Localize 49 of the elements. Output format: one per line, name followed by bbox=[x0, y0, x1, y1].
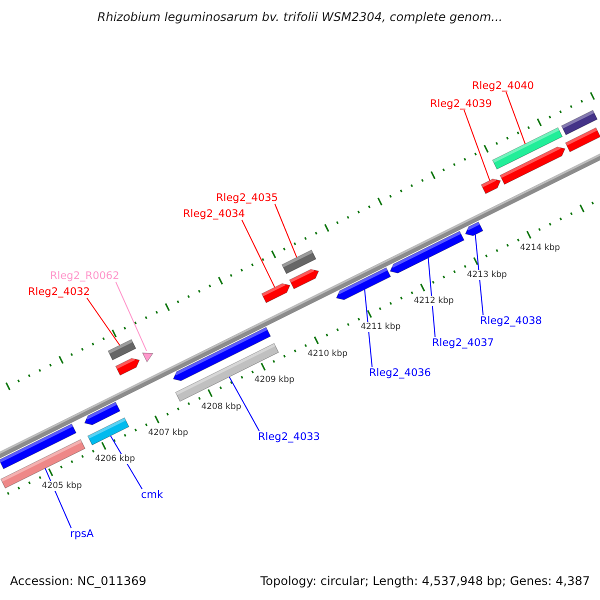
scale-label: 4211 kbp bbox=[360, 322, 402, 332]
scale-label: 4208 kbp bbox=[200, 402, 242, 412]
scale-label: 4205 kbp bbox=[40, 480, 83, 491]
gene-label: Rleg2_4034 bbox=[183, 208, 245, 220]
gene-label: Rleg2_4037 bbox=[432, 337, 494, 349]
gene-bar bbox=[142, 352, 154, 362]
gene-label: Rleg2_4035 bbox=[216, 192, 278, 204]
gene-label: Rleg2_4032 bbox=[28, 286, 90, 298]
gene-bar bbox=[289, 268, 320, 290]
gene-bar bbox=[108, 339, 136, 360]
gene-label: Rleg2_R0062 bbox=[50, 270, 120, 282]
scale-label: 4212 kbp bbox=[412, 296, 455, 306]
gene-bar bbox=[492, 127, 563, 170]
gene-bar bbox=[0, 423, 77, 470]
info-text: Topology: circular; Length: 4,537,948 bp; Genes: 4,387 bbox=[260, 574, 590, 588]
leader-line bbox=[228, 376, 260, 432]
gene-label: Rleg2_4040 bbox=[472, 80, 534, 92]
gene-bar bbox=[336, 267, 392, 300]
scale-label: 4206 kbp bbox=[94, 454, 136, 464]
gene-label: cmk bbox=[141, 489, 164, 501]
gene-bar bbox=[115, 356, 140, 376]
gene-bar bbox=[261, 282, 290, 304]
leader-line bbox=[241, 220, 276, 288]
gene-label: Rleg2_4036 bbox=[369, 367, 431, 379]
gene-bar bbox=[565, 127, 600, 152]
gene-bar bbox=[500, 146, 566, 185]
info-text: Accession: NC_011369 bbox=[10, 574, 146, 588]
gene-label: Rleg2_4038 bbox=[480, 315, 542, 327]
scale-label: 4209 kbp bbox=[253, 375, 296, 386]
gene-bar bbox=[87, 417, 130, 446]
leader-line bbox=[464, 110, 490, 181]
gene-label: Rleg2_4033 bbox=[258, 431, 320, 443]
scale-label: 4210 kbp bbox=[306, 348, 349, 359]
gene-bar bbox=[175, 343, 279, 402]
leader-line bbox=[115, 282, 148, 352]
gene-label: Rleg2_4039 bbox=[430, 98, 492, 110]
gene-bar bbox=[561, 110, 598, 136]
leader-line bbox=[474, 234, 484, 316]
gene-bar bbox=[0, 439, 86, 489]
gene-bar bbox=[465, 221, 484, 236]
gene-label: rpsA bbox=[70, 528, 94, 540]
gene-bar bbox=[390, 230, 464, 274]
gene-bar bbox=[282, 250, 316, 274]
gene-bar bbox=[84, 402, 120, 426]
title: Rhizobium leguminosarum bv. trifolii WSM2304, complete genom... bbox=[96, 10, 504, 24]
gene-bar bbox=[480, 178, 501, 194]
scale-label: 4214 kbp bbox=[519, 243, 562, 254]
scale-label: 4207 kbp bbox=[147, 428, 190, 438]
scale-label: 4213 kbp bbox=[466, 270, 508, 280]
